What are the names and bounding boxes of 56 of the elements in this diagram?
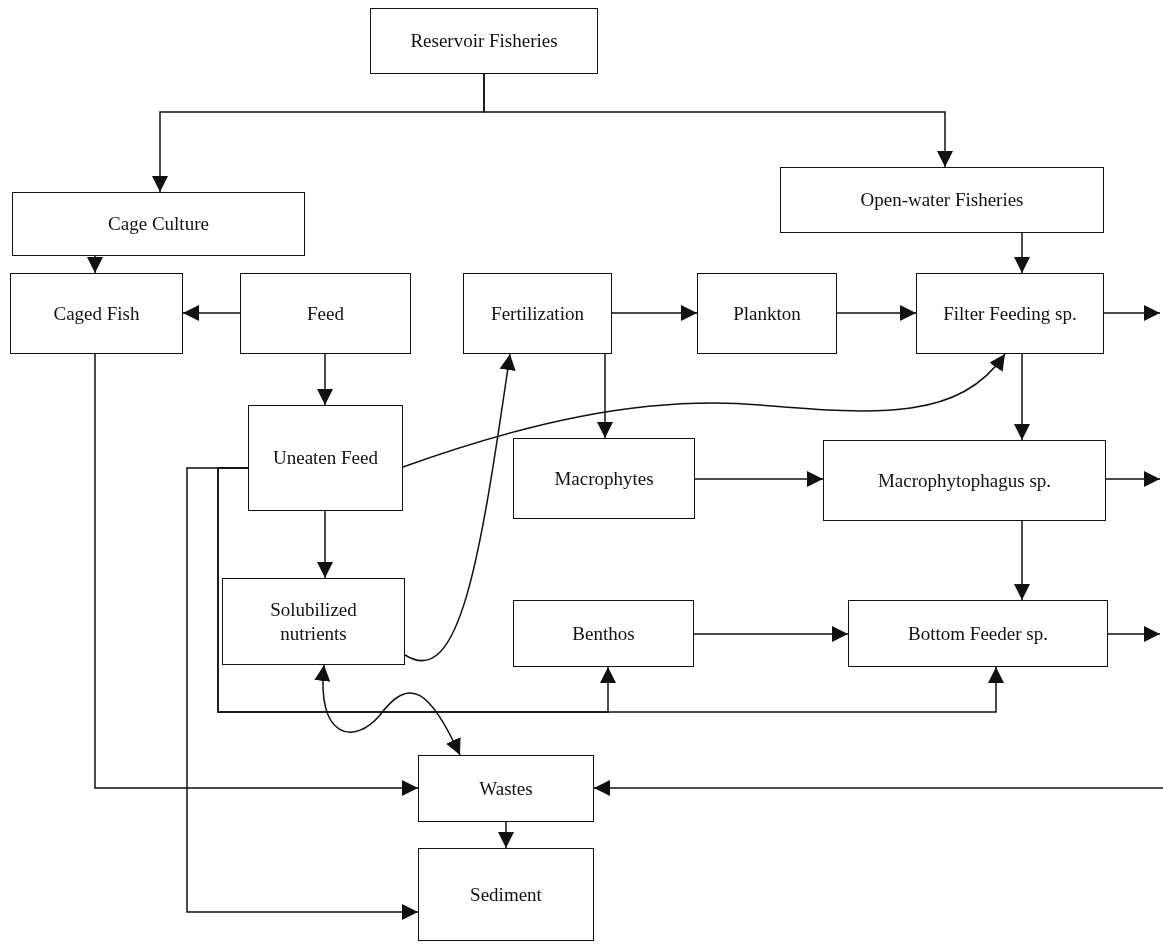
arrow [597,353,613,439]
process-box [240,273,411,354]
process-box [697,273,837,354]
box-label: Macrophytes [554,466,654,491]
box-label: Reservoir Fisheries [410,29,558,53]
box-label: Uneaten Feed [273,446,378,470]
box-label: Plankton [733,301,801,326]
arrow [693,626,849,642]
process-box [248,405,403,511]
arrow [1105,471,1161,487]
arrow [182,305,241,321]
box-label: Fertilization [491,301,584,326]
box-label: Cage Culture [108,212,209,236]
arrow [836,305,917,321]
arrow [317,510,333,579]
arrow [94,353,419,796]
box-label: Caged Fish [53,301,140,326]
process-box [370,8,598,74]
box-label: Benthos [572,621,635,646]
process-box [418,848,594,941]
box-label: Solubilized nutrients [269,597,358,646]
process-box [823,440,1106,521]
arrow [217,467,1004,713]
arrow [1014,520,1030,601]
process-box [463,273,612,354]
arrow [402,353,1006,468]
box-label: Feed [307,301,344,326]
process-box [780,167,1104,233]
box-label: Open-water Fisheries [860,188,1024,212]
arrow [1103,305,1161,321]
arrow [1107,626,1161,642]
box-label: Wastes [479,776,533,801]
arrow [611,305,698,321]
process-box [513,438,695,519]
process-box [848,600,1108,667]
process-box [10,273,183,354]
arrow [498,821,514,849]
process-box [513,600,694,667]
box-label: Filter Feeding sp. [943,301,1077,326]
arrow [186,467,419,920]
process-box [222,578,405,665]
arrow [694,471,824,487]
box-label: Bottom Feeder sp. [908,621,1048,646]
arrow [1014,232,1030,274]
box-label: Macrophytophagus sp. [877,468,1052,493]
arrow [315,664,461,756]
arrow [317,353,333,406]
process-box [418,755,594,822]
arrow [593,780,1163,796]
arrow [404,353,516,662]
process-box [12,192,305,256]
arrow [1014,353,1030,441]
arrow [87,255,103,274]
process-box [916,273,1104,354]
arrow [483,73,953,168]
box-label: Sediment [470,882,542,907]
